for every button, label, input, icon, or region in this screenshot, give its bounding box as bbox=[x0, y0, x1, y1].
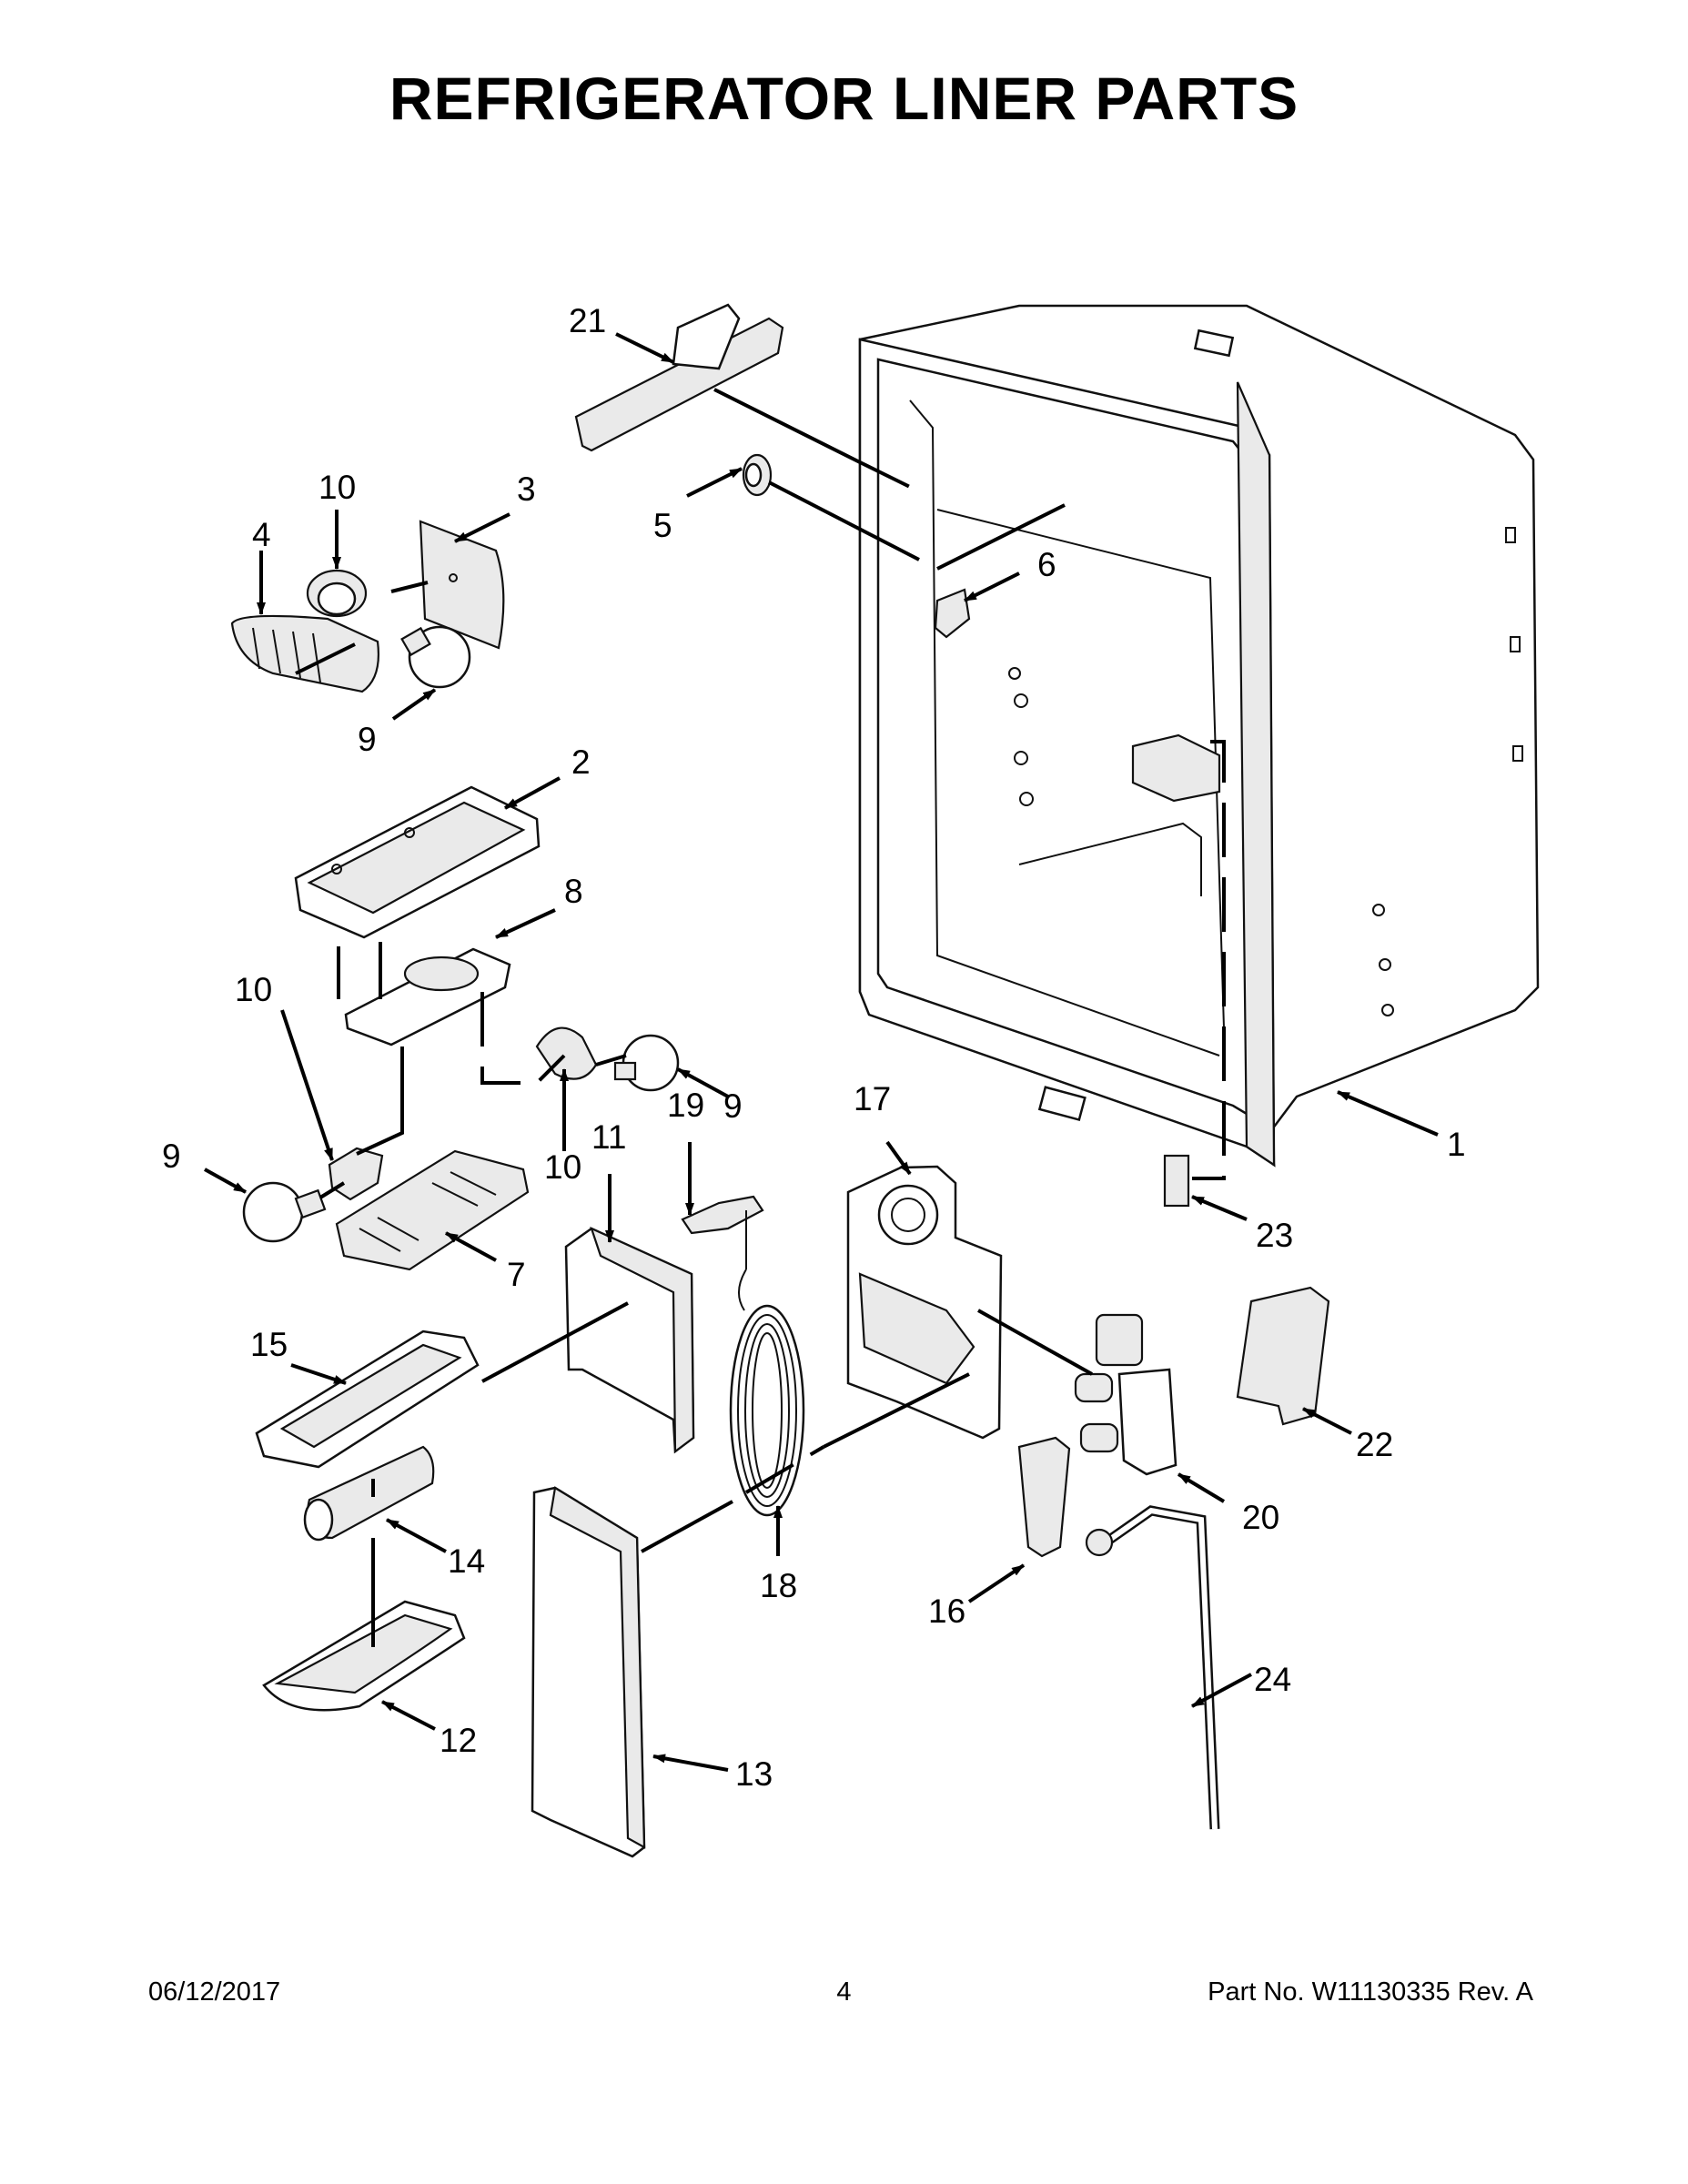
callout-13: 13 bbox=[735, 1755, 773, 1793]
part-1-liner bbox=[858, 304, 1540, 1168]
callout-21: 21 bbox=[569, 302, 606, 339]
part-10-socket-top bbox=[306, 569, 368, 618]
callout-9-middle: 9 bbox=[723, 1087, 743, 1125]
part-21-rail bbox=[574, 303, 784, 452]
part-13-trim bbox=[531, 1486, 646, 1858]
callout-19: 19 bbox=[667, 1087, 704, 1124]
callout-15: 15 bbox=[250, 1326, 288, 1363]
part-9-bulb-top bbox=[400, 625, 471, 689]
part-5-clip bbox=[742, 453, 773, 497]
part-19-switch bbox=[681, 1195, 764, 1269]
assembly-lines bbox=[295, 388, 1226, 1647]
part-2-housing bbox=[294, 785, 541, 939]
callout-10-middle: 10 bbox=[544, 1148, 581, 1186]
callout-23: 23 bbox=[1256, 1217, 1293, 1254]
part-12-filter-cover bbox=[262, 1600, 466, 1712]
page-title: REFRIGERATOR LINER PARTS bbox=[389, 65, 1299, 132]
part-10-socket-lower bbox=[328, 1147, 384, 1201]
part-9-bulb-middle bbox=[613, 1034, 680, 1092]
callout-1: 1 bbox=[1447, 1126, 1466, 1163]
part-15-filter-head bbox=[255, 1330, 480, 1469]
callout-24: 24 bbox=[1254, 1661, 1291, 1698]
part-6-clip bbox=[934, 588, 971, 639]
callout-12: 12 bbox=[440, 1722, 477, 1759]
callout-11: 11 bbox=[591, 1118, 626, 1156]
callout-5: 5 bbox=[653, 507, 672, 544]
callout-17: 17 bbox=[854, 1080, 891, 1117]
part-3-light-shield bbox=[419, 520, 505, 650]
part-4-light-cover bbox=[230, 614, 379, 693]
part-11-bracket bbox=[564, 1226, 695, 1454]
part-8-lens bbox=[344, 947, 511, 1046]
callout-18: 18 bbox=[760, 1567, 797, 1604]
callout-22: 22 bbox=[1356, 1426, 1393, 1463]
part-23-switch bbox=[1163, 1154, 1190, 1208]
callout-6: 6 bbox=[1037, 546, 1056, 583]
part-18-water-tube bbox=[729, 1269, 805, 1517]
footer-part-number: Part No. W11130335 Rev. A bbox=[1208, 1977, 1533, 2007]
callout-labels: 21 10 3 4 5 6 9 2 8 10 9 9 10 11 19 17 1… bbox=[162, 302, 1466, 1793]
part-7-grille bbox=[335, 1149, 530, 1271]
callout-9-top: 9 bbox=[358, 721, 377, 758]
part-20-water-valve bbox=[1074, 1313, 1178, 1476]
part-22-bracket bbox=[1236, 1286, 1330, 1426]
callout-2: 2 bbox=[571, 743, 591, 781]
part-10-socket-middle bbox=[535, 1026, 598, 1080]
part-16-bracket bbox=[1017, 1436, 1071, 1558]
part-17-dispenser-housing bbox=[846, 1165, 1003, 1440]
callout-10-lower: 10 bbox=[235, 971, 272, 1008]
callout-7: 7 bbox=[507, 1256, 526, 1293]
callout-3: 3 bbox=[517, 470, 536, 508]
callout-10-top: 10 bbox=[318, 469, 356, 506]
footer-page-number: 4 bbox=[836, 1977, 852, 2007]
callout-arrows bbox=[204, 332, 1439, 1772]
part-24-tube bbox=[1085, 1505, 1220, 1830]
callout-8: 8 bbox=[564, 873, 583, 910]
part-9-bulb-lower bbox=[242, 1181, 327, 1243]
callout-14: 14 bbox=[448, 1542, 485, 1580]
footer-date: 06/12/2017 bbox=[148, 1977, 281, 2007]
callout-9-lower: 9 bbox=[162, 1138, 181, 1175]
callout-4: 4 bbox=[252, 516, 271, 553]
callout-16: 16 bbox=[928, 1592, 965, 1630]
callout-20: 20 bbox=[1242, 1499, 1279, 1536]
part-14-water-filter bbox=[303, 1445, 435, 1542]
